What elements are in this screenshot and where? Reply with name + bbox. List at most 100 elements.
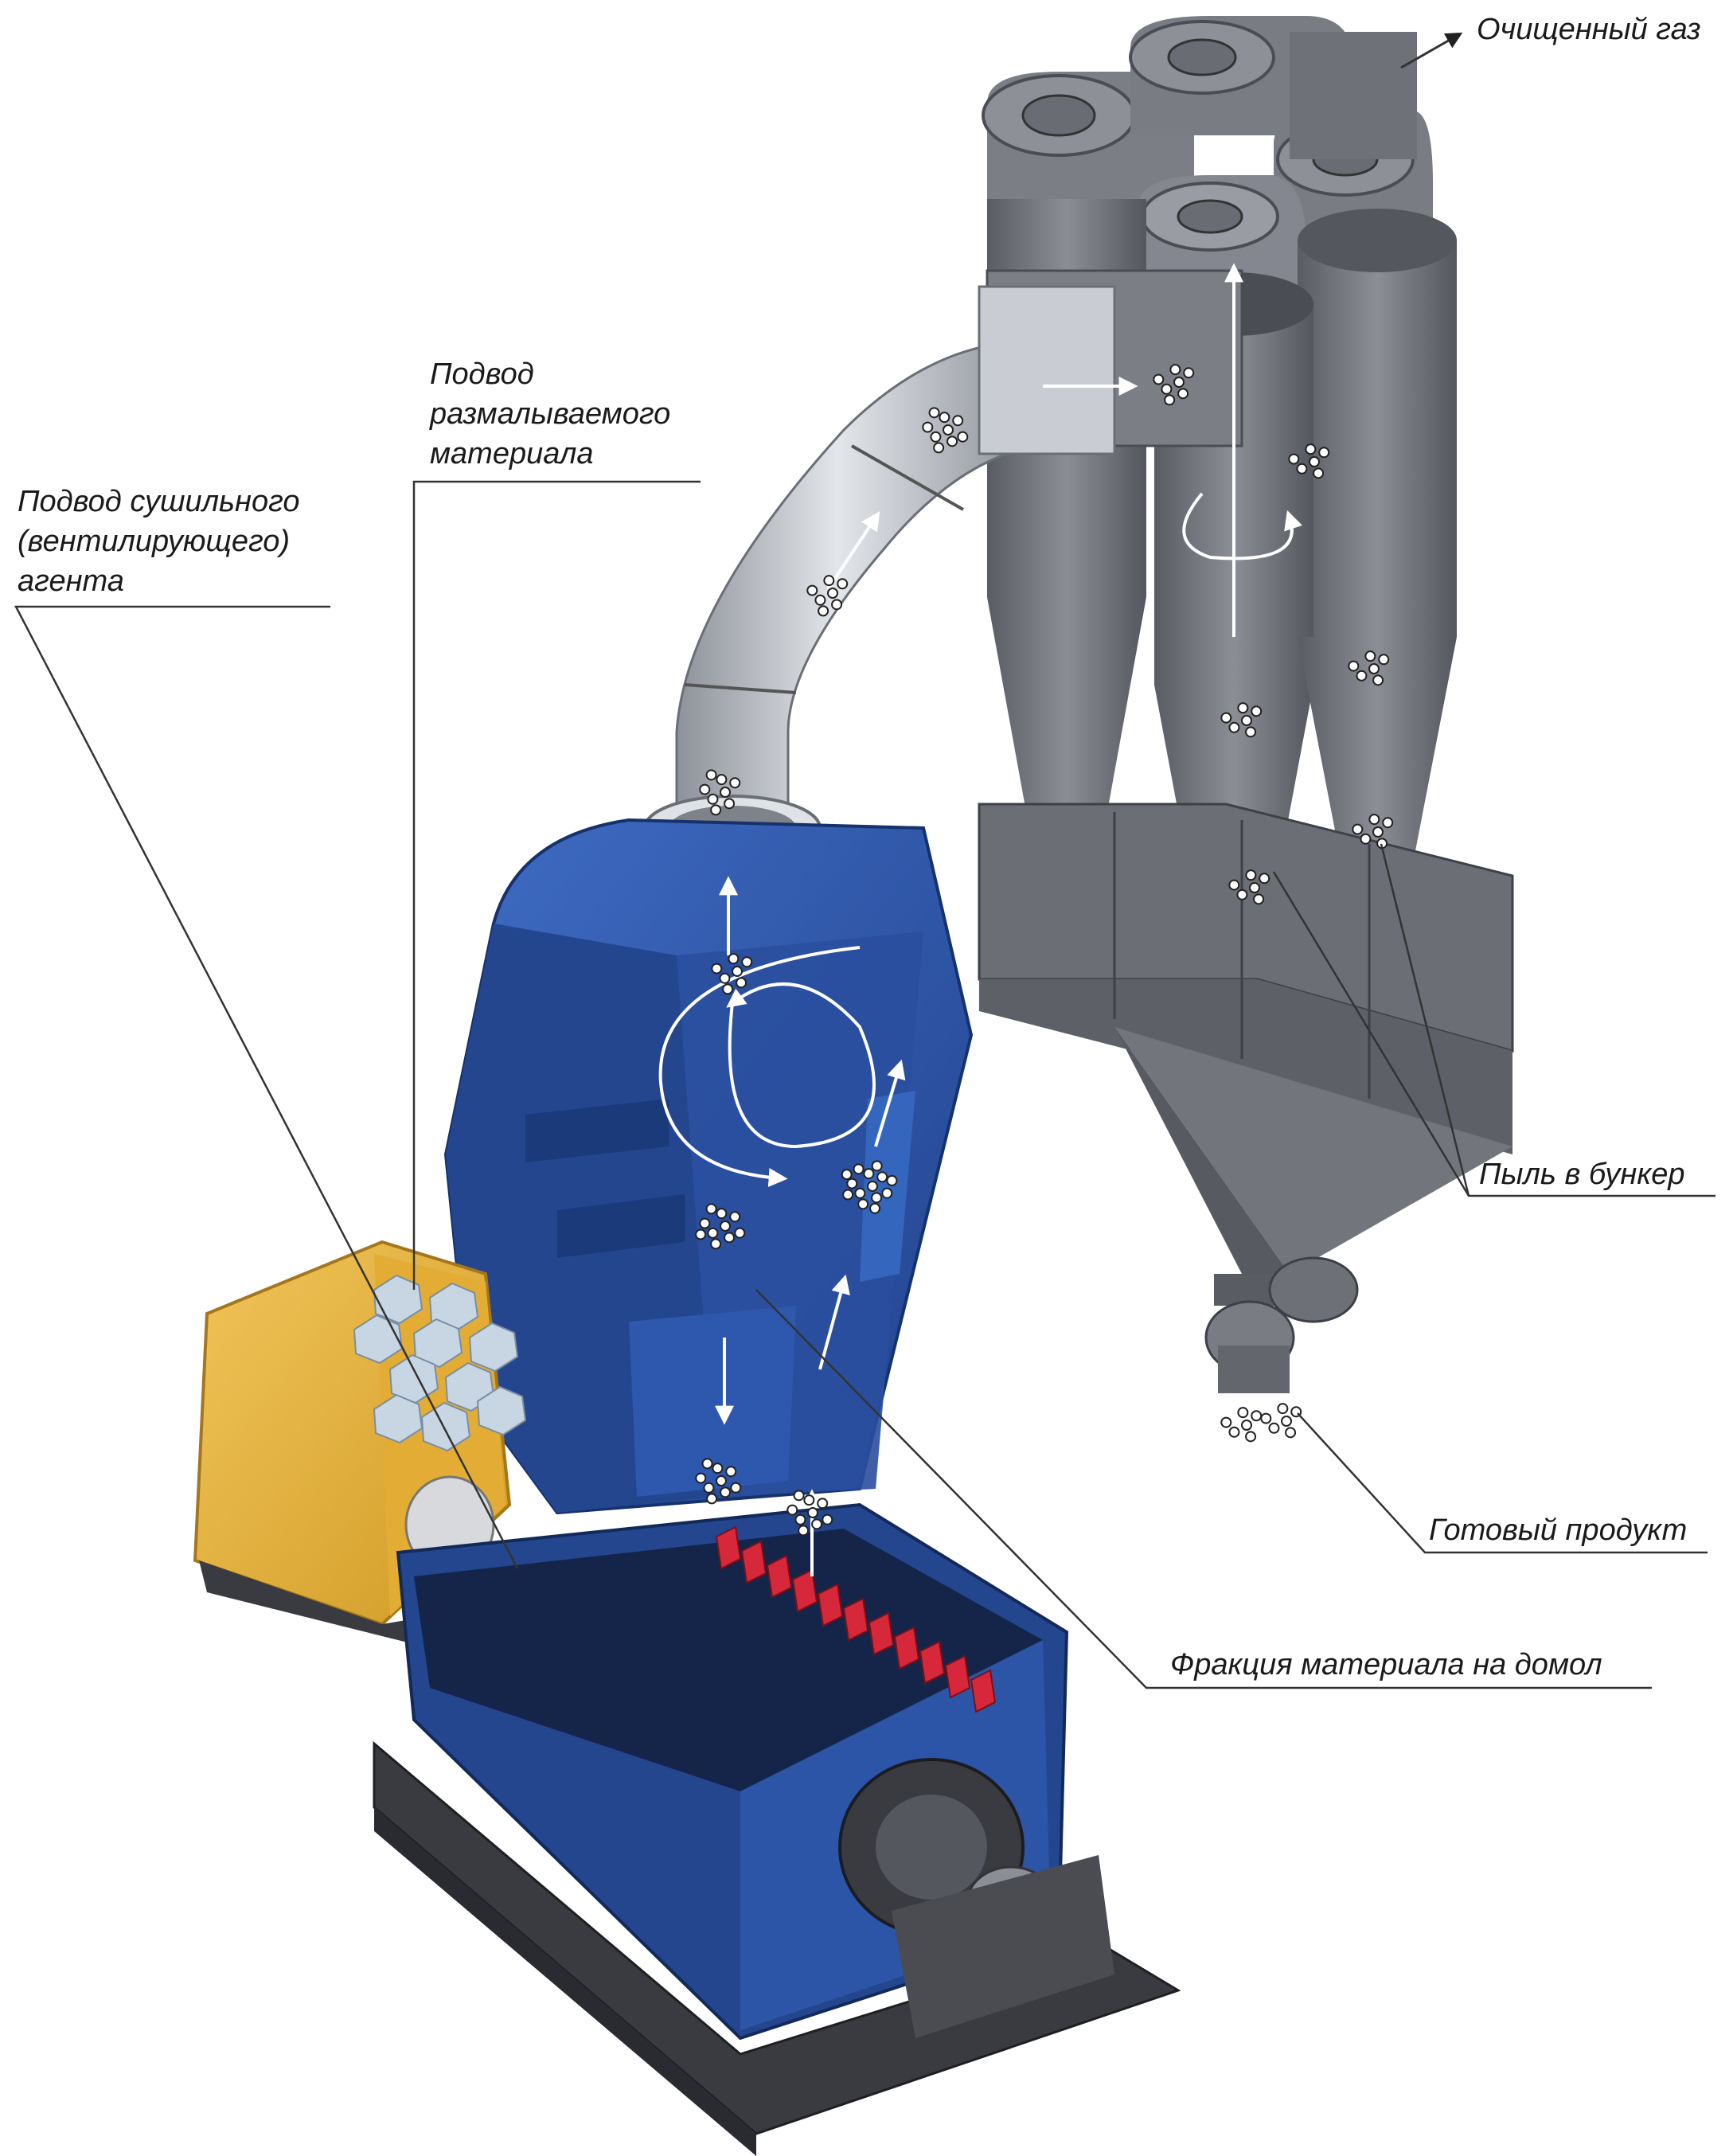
particle bbox=[881, 1187, 893, 1199]
particle bbox=[867, 1181, 878, 1192]
particle bbox=[724, 1232, 736, 1244]
label-feed-material-line-3: материала bbox=[430, 437, 594, 471]
particle bbox=[814, 594, 826, 606]
label-clean-gas: Очищенный газ bbox=[1477, 13, 1701, 46]
particle-clusters bbox=[695, 364, 1394, 1537]
particle bbox=[869, 1202, 881, 1214]
particle bbox=[706, 1493, 718, 1505]
particle bbox=[786, 1504, 798, 1516]
particle bbox=[1356, 670, 1368, 682]
particle bbox=[1228, 1426, 1240, 1438]
rotor-hammers bbox=[715, 1525, 997, 1713]
particle bbox=[729, 1211, 741, 1223]
particle bbox=[1153, 373, 1165, 385]
rock bbox=[420, 1401, 471, 1452]
particle bbox=[928, 407, 940, 419]
particle bbox=[831, 599, 843, 611]
rock-feed-pile bbox=[353, 1274, 527, 1452]
particle bbox=[806, 584, 818, 596]
particle bbox=[1285, 1427, 1297, 1439]
particle bbox=[1177, 388, 1189, 400]
particle bbox=[1313, 467, 1325, 479]
particle bbox=[1318, 447, 1330, 459]
particle bbox=[710, 804, 722, 816]
particle bbox=[827, 588, 838, 599]
rotor-hammer bbox=[842, 1597, 869, 1642]
particle bbox=[822, 1513, 833, 1525]
particle bbox=[1236, 889, 1248, 900]
label-regrind-fraction: Фракция материала на домол bbox=[1170, 1648, 1602, 1681]
particle bbox=[705, 1203, 717, 1215]
particle bbox=[734, 1227, 746, 1239]
particle bbox=[794, 1513, 806, 1525]
particle bbox=[716, 774, 728, 786]
particle bbox=[1309, 456, 1320, 467]
particle bbox=[1281, 1416, 1292, 1427]
particle bbox=[720, 1486, 732, 1498]
label-drying-agent-line-3: агента bbox=[18, 564, 124, 598]
particle bbox=[1352, 823, 1364, 835]
particle bbox=[720, 1221, 731, 1232]
particle bbox=[1169, 364, 1181, 376]
particle bbox=[1251, 705, 1263, 717]
particle bbox=[1237, 702, 1249, 714]
particle bbox=[695, 1472, 707, 1484]
particle bbox=[1364, 650, 1376, 662]
particle bbox=[1288, 453, 1300, 465]
particle bbox=[1259, 873, 1270, 885]
label-finished-product: Готовый продукт bbox=[1429, 1513, 1688, 1547]
label-feed-material: Подвод размалываемого материала bbox=[430, 354, 670, 474]
particle bbox=[736, 977, 747, 989]
particle bbox=[703, 1482, 715, 1494]
rotor-hammer bbox=[919, 1640, 946, 1685]
particle bbox=[725, 1466, 737, 1478]
particle bbox=[728, 953, 740, 965]
particle bbox=[1260, 1412, 1272, 1424]
particle bbox=[707, 793, 719, 805]
particle bbox=[930, 431, 942, 443]
particle bbox=[1245, 869, 1257, 881]
particle bbox=[1253, 893, 1265, 905]
particle bbox=[1245, 726, 1257, 738]
base-frame bbox=[373, 1740, 1181, 2156]
particle bbox=[730, 1482, 742, 1494]
particle bbox=[729, 777, 741, 789]
particle bbox=[947, 435, 958, 447]
particle bbox=[1348, 660, 1360, 672]
particle bbox=[707, 1227, 719, 1239]
particle bbox=[823, 575, 835, 587]
particle bbox=[712, 1463, 724, 1474]
particle bbox=[711, 963, 723, 974]
particle bbox=[1228, 879, 1240, 891]
particle bbox=[1237, 1407, 1249, 1419]
particle bbox=[695, 1228, 707, 1240]
particle bbox=[886, 1174, 898, 1186]
particle bbox=[853, 1163, 865, 1175]
label-drying-agent-line-2: (вентилирующего) bbox=[18, 525, 291, 558]
rotor-hammer bbox=[817, 1583, 844, 1627]
particle bbox=[854, 1187, 866, 1199]
label-drying-agent: Подвод сушильного (вентилирующего) агент… bbox=[18, 482, 300, 601]
dust-bunker bbox=[978, 803, 1514, 1393]
particle bbox=[837, 578, 849, 590]
particle bbox=[876, 1171, 888, 1183]
particle bbox=[1228, 721, 1240, 733]
particle bbox=[811, 1518, 823, 1530]
particle bbox=[857, 1198, 869, 1210]
particle bbox=[720, 787, 731, 798]
particle bbox=[1220, 1416, 1232, 1428]
particle bbox=[1183, 367, 1195, 379]
particle bbox=[807, 1507, 818, 1518]
rotor-hammer bbox=[740, 1540, 767, 1584]
particle bbox=[732, 966, 743, 977]
particle bbox=[1268, 1422, 1280, 1434]
leader-lines bbox=[14, 32, 1715, 1689]
label-feed-material-line-1: Подвод bbox=[430, 357, 534, 391]
particle bbox=[1305, 443, 1317, 455]
mill-separator-housing bbox=[443, 818, 974, 1515]
particle bbox=[1382, 817, 1394, 829]
particle bbox=[719, 972, 731, 984]
rotor-hammer bbox=[893, 1626, 920, 1670]
particle bbox=[1249, 882, 1260, 893]
